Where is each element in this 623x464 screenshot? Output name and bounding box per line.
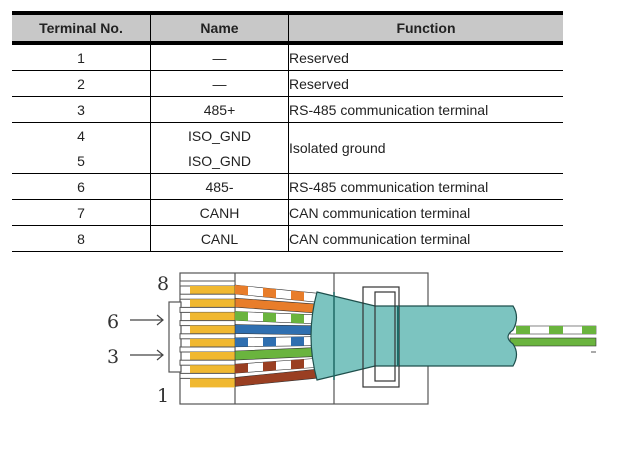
contact-pins [179, 280, 236, 388]
contact-slot [179, 346, 236, 353]
wire-pin-8 [234, 284, 319, 303]
cell-terminal-no: 7 [12, 199, 151, 226]
table-row: 7 CANH CAN communication terminal [12, 199, 563, 226]
cell-name: — [150, 43, 289, 71]
cell-terminal-no: 2 [12, 70, 151, 97]
cell-name: CANL [150, 225, 289, 252]
arrow-pin-3-icon [130, 349, 164, 361]
cell-function: CAN communication terminal [288, 225, 563, 252]
contact-pin-5 [190, 325, 235, 335]
cell-function: CAN communication terminal [288, 199, 563, 226]
wire-stripe [516, 326, 530, 334]
exit-wire [509, 337, 597, 347]
cell-terminal-no: 1 [12, 43, 151, 71]
header-function: Function [288, 11, 563, 45]
wire-pin-6 [234, 311, 319, 325]
wire-stripe [291, 359, 304, 370]
wire-stripe [291, 313, 304, 324]
table-row: 2 — Reserved [12, 70, 563, 97]
cell-function: Reserved [288, 70, 563, 97]
table-row: 3 485+ RS-485 communication terminal [12, 96, 563, 123]
cell-name: CANH [150, 199, 289, 226]
contact-pin-2 [190, 365, 235, 375]
wire-stripe [263, 287, 276, 299]
pin-label-6: 6 [107, 311, 119, 333]
wire-stripe [291, 290, 304, 301]
contact-pin-3 [190, 352, 235, 361]
pin-label-1: 1 [157, 385, 169, 407]
wire-stripe [549, 326, 563, 334]
header-terminal-no: Terminal No. [12, 11, 151, 45]
wire-stripe [263, 312, 276, 323]
contact-pin-7 [190, 299, 235, 309]
cell-name: — [150, 70, 289, 97]
cell-terminal-no: 6 [12, 173, 151, 200]
wire-stripe [582, 326, 596, 334]
wire-stripe [235, 311, 248, 321]
cell-name: 485- [150, 173, 289, 200]
contact-slot [179, 333, 236, 340]
connector-diagram: 8 6 3 1 [107, 272, 597, 407]
contact-slot [179, 372, 236, 379]
table-row: 1 — Reserved [12, 43, 563, 71]
table-row: 8 CANL CAN communication terminal [12, 225, 563, 252]
cell-terminal-no: 5 [12, 148, 151, 174]
latch-tab [168, 301, 182, 373]
wire-stripe [235, 285, 248, 296]
header-name: Name [150, 11, 289, 45]
wire-stripe [235, 363, 248, 374]
cell-terminal-no: 4 [77, 127, 85, 144]
terminal-table: Terminal No. Name Function 1 — Reserved … [12, 11, 563, 252]
wire-pin-4 [234, 336, 319, 348]
pin-label-3: 3 [107, 346, 119, 368]
table-header-row: Terminal No. Name Function [12, 11, 563, 45]
contact-pin-1 [190, 378, 235, 388]
contact-slot [179, 306, 236, 313]
contact-slot [179, 293, 236, 300]
cell-terminal-no: 8 [12, 225, 151, 252]
pin-label-8: 8 [157, 273, 169, 295]
contact-pin-4 [190, 338, 235, 348]
cable-jacket [310, 291, 518, 381]
cell-function: Reserved [288, 43, 563, 71]
contact-pin-6 [190, 312, 235, 322]
table-row: 6 485- RS-485 communication terminal [12, 173, 563, 200]
contact-slot [179, 280, 236, 287]
contact-slot [179, 359, 236, 366]
contact-slot [179, 320, 236, 327]
strain-relief-inner [374, 291, 396, 382]
wire-pin-2 [234, 357, 319, 374]
exiting-wires [509, 325, 597, 347]
contact-pin-8 [190, 286, 235, 295]
wire-stripe [263, 361, 276, 372]
wire-bundle [234, 284, 319, 387]
cell-name: ISO_GND [150, 122, 289, 148]
cell-name: ISO_GND [150, 148, 289, 174]
wire-stripe [263, 337, 276, 347]
wire-pin-5 [234, 324, 319, 336]
cell-function-merged: Isolated ground [288, 122, 563, 174]
wire-stripe [291, 336, 304, 346]
cell-terminal-no: 3 [12, 96, 151, 123]
wire-stripe [235, 337, 248, 347]
cell-name: 485+ [150, 96, 289, 123]
arrow-pin-6-icon [130, 314, 164, 326]
table-row: 5 ISO_GND [12, 148, 563, 174]
cell-function: RS-485 communication terminal [288, 173, 563, 200]
cell-function: RS-485 communication terminal [288, 96, 563, 123]
table-row: 4 ISO_GND Isolated ground [12, 122, 563, 174]
